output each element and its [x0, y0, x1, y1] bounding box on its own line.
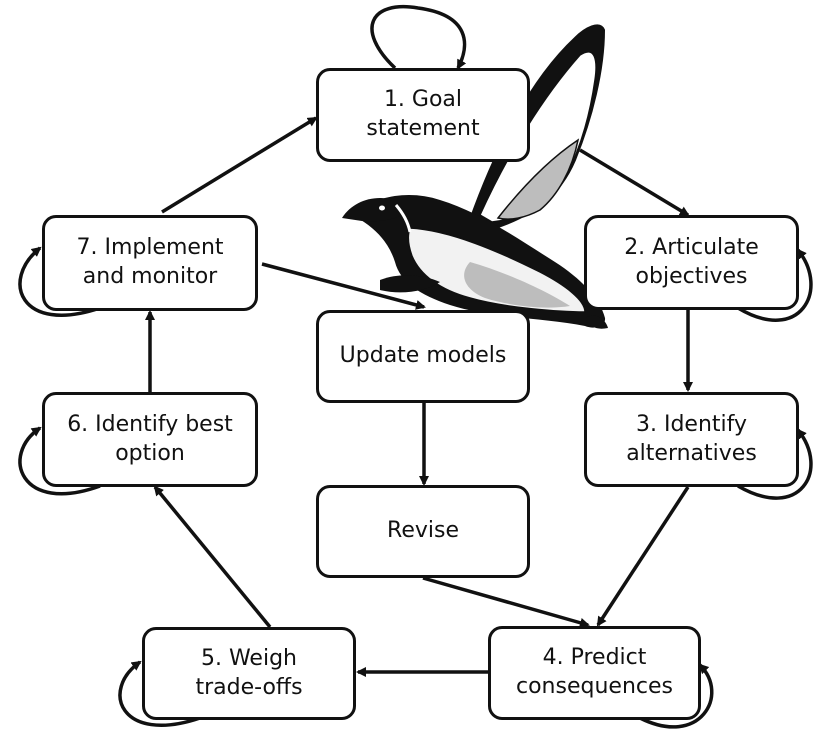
self-loop-best-option: [18, 426, 101, 496]
bird-icon: [342, 24, 608, 329]
arrow-tradeoffs-to-best-option: [153, 485, 272, 629]
arrow-alternatives-to-consequences: [596, 486, 690, 627]
node-implement-and-monitor: 7. Implement and monitor: [42, 215, 258, 311]
self-loop-objectives: [737, 248, 813, 322]
self-loop-implement: [18, 246, 101, 317]
arrow-goal-to-objectives: [579, 148, 690, 217]
node-articulate-objectives: 2. Articulate objectives: [584, 215, 799, 310]
self-loop-alternatives: [737, 428, 813, 500]
self-loop-tradeoffs: [118, 660, 201, 727]
node-revise-label: Revise: [387, 518, 459, 544]
node-goal-statement: 1. Goal statement: [316, 68, 530, 162]
node-implement-and-monitor-label: 7. Implement and monitor: [76, 235, 224, 289]
node-identify-alternatives-label: 3. Identify alternatives: [626, 411, 757, 466]
arrow-revise-to-consequences: [422, 576, 590, 628]
node-identify-best-option: 6. Identify best option: [42, 392, 258, 487]
node-identify-alternatives: 3. Identify alternatives: [584, 392, 799, 487]
node-weigh-tradeoffs: 5. Weigh trade-offs: [142, 627, 356, 720]
node-revise: Revise: [316, 485, 530, 578]
node-predict-consequences-label: 4. Predict consequences: [516, 645, 673, 699]
node-goal-statement-label: 1. Goal statement: [366, 87, 480, 141]
node-predict-consequences: 4. Predict consequences: [488, 626, 701, 720]
self-loop-goal: [370, 5, 467, 70]
node-update-models-label: Update models: [339, 343, 507, 369]
node-identify-best-option-label: 6. Identify best option: [67, 411, 233, 466]
arrow-implement-to-goal: [161, 116, 318, 214]
arrow-implement-to-update-models: [261, 262, 426, 310]
self-loop-consequences: [639, 663, 714, 729]
node-articulate-objectives-label: 2. Articulate objectives: [624, 234, 759, 289]
node-weigh-tradeoffs-label: 5. Weigh trade-offs: [195, 645, 303, 700]
node-update-models: Update models: [316, 310, 530, 403]
